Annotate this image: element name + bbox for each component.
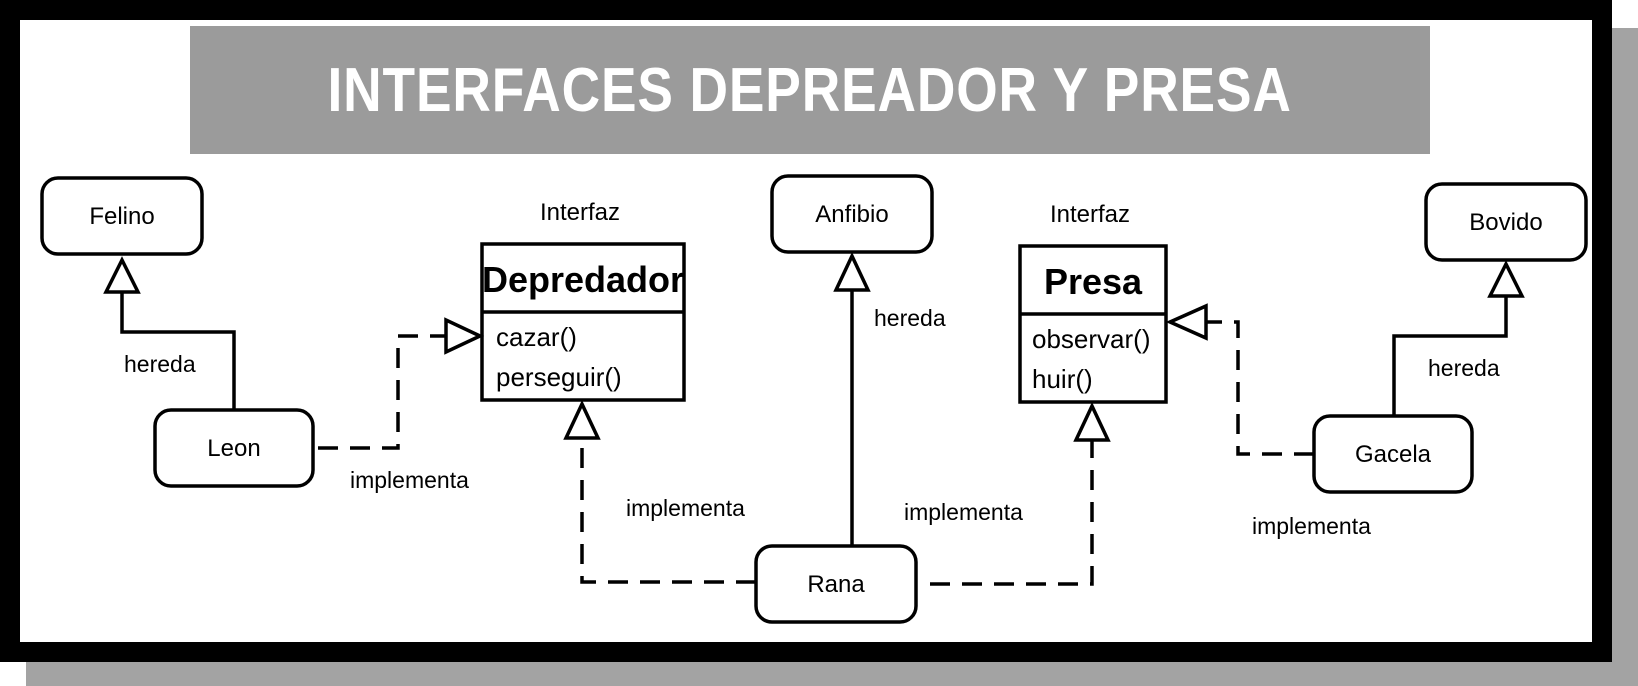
method-cazar: cazar()	[496, 322, 577, 352]
implement-arrowhead-leon-depredador	[444, 317, 485, 355]
label-rana-presa: implementa	[904, 499, 1023, 525]
inherit-arrowhead-felino	[103, 256, 141, 294]
method-huir: huir()	[1032, 364, 1093, 394]
implement-arrowhead-rana-presa	[1073, 401, 1111, 442]
implement-line-rana-depredador	[580, 438, 756, 584]
label-rana-anfibio: hereda	[874, 305, 946, 331]
method-observar: observar()	[1032, 324, 1150, 354]
class-name-gacela: Gacela	[1355, 441, 1432, 468]
implement-line-gacela-presa	[1206, 320, 1314, 456]
inherit-line-gacela-bovido	[1392, 296, 1508, 416]
implement-line-rana-presa	[930, 440, 1094, 586]
method-perseguir: perseguir()	[496, 362, 622, 392]
label-rana-depredador: implementa	[626, 495, 745, 521]
interface-name-presa: Presa	[1044, 261, 1143, 302]
interface-box-presa	[1018, 244, 1168, 404]
implement-line-leon-depredador	[318, 334, 446, 450]
interface-box-depredador	[480, 242, 686, 402]
page-title: INTERFACES DEPREADOR Y PRESA	[327, 55, 1293, 125]
class-name-leon: Leon	[207, 435, 260, 462]
class-name-felino: Felino	[89, 203, 154, 230]
implement-arrowhead-rana-depredador	[563, 399, 601, 440]
class-name-anfibio: Anfibio	[815, 201, 888, 228]
label-leon-felino: hereda	[124, 351, 196, 377]
stereotype-presa: Interfaz	[1050, 201, 1130, 228]
stereotype-depredador: Interfaz	[540, 199, 620, 226]
label-gacela-presa: implementa	[1252, 513, 1371, 539]
inherit-arrowhead-bovido	[1487, 260, 1525, 298]
class-box-bovido	[1424, 182, 1588, 262]
implement-arrowhead-gacela-presa	[1165, 303, 1208, 341]
class-name-bovido: Bovido	[1469, 209, 1542, 236]
label-leon-depredador: implementa	[350, 467, 469, 493]
title-banner: INTERFACES DEPREADOR Y PRESA	[190, 26, 1430, 154]
inherit-arrowhead-anfibio	[833, 251, 871, 292]
label-gacela-bovido: hereda	[1428, 355, 1500, 381]
interface-name-depredador: Depredador	[482, 259, 684, 300]
class-box-felino	[40, 176, 204, 256]
inherit-line-leon-felino	[120, 292, 236, 410]
class-box-rana	[754, 544, 918, 624]
class-name-rana: Rana	[807, 571, 865, 598]
